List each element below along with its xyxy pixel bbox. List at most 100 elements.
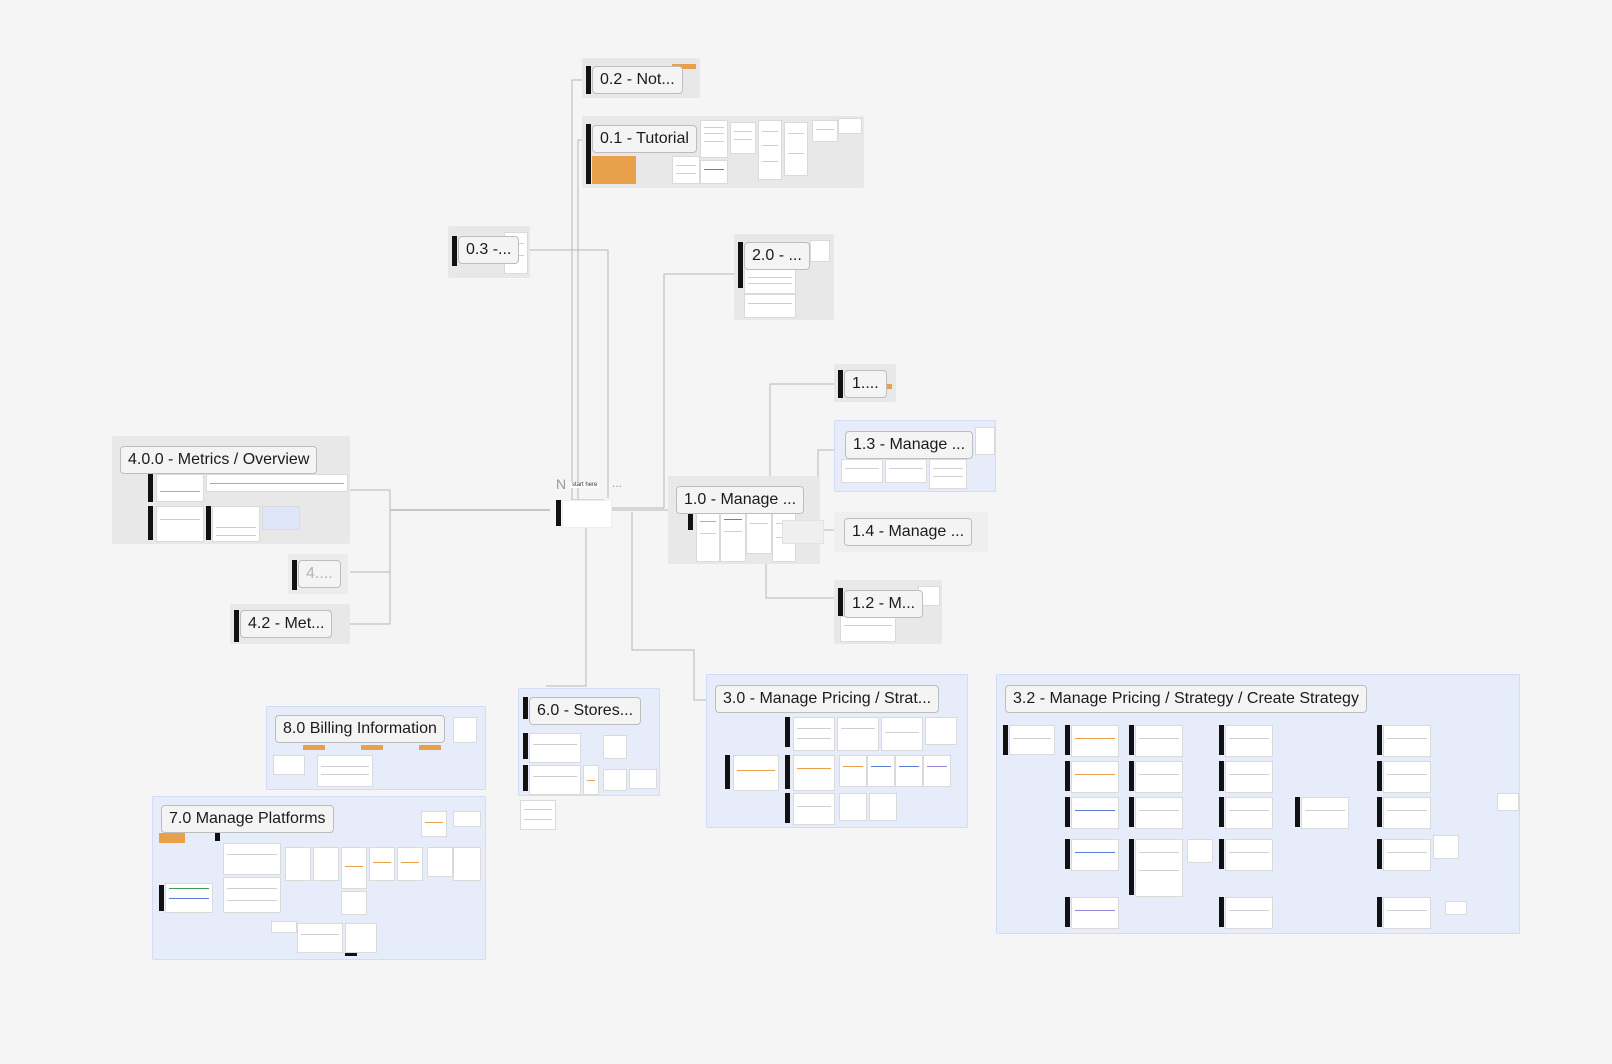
section-3-2-thumb-c5c — [1383, 797, 1431, 829]
start-node-frame — [562, 500, 612, 528]
section-3-2-thumb-c1d — [1071, 839, 1119, 871]
section-3-2-thumb-c2a — [1135, 725, 1183, 757]
section-3-2-create-strategy[interactable]: 3.2 - Manage Pricing / Strategy / Create… — [996, 674, 1520, 934]
section-3-0-thumb-11 — [793, 793, 835, 825]
section-6-0-extra-thumb — [520, 800, 556, 830]
section-8-0-accent-2 — [361, 745, 383, 750]
section-6-0-thumb-3 — [583, 765, 599, 795]
section-6-0-thumb-2 — [529, 765, 581, 795]
section-1-0-thumb-1 — [696, 512, 720, 562]
section-7-0-thumb-8 — [427, 847, 453, 877]
section-7-0-thumb-11 — [453, 811, 481, 827]
section-1-2-thumb-1 — [840, 616, 896, 642]
section-6-0-stores[interactable]: 6.0 - Stores... — [518, 688, 660, 796]
section-7-0-thumb-3 — [285, 847, 311, 881]
section-4-0-0-thumb-2 — [212, 506, 260, 542]
section-0-3[interactable]: 0.3 -... — [448, 226, 530, 278]
section-1-4-label[interactable]: 1.4 - Manage ... — [844, 518, 973, 546]
section-3-2-thumb-c5d — [1383, 839, 1431, 871]
section-0-2-label[interactable]: 0.2 - Not... — [592, 66, 683, 94]
section-3-0-thumb-2 — [837, 717, 879, 751]
section-4-2-bar — [234, 610, 239, 642]
section-2-0[interactable]: 2.0 - ... — [734, 234, 834, 320]
section-4-2[interactable]: 4.2 - Met... — [230, 604, 350, 644]
section-8-0-accent-3 — [419, 745, 441, 750]
section-0-1-thumb-6 — [838, 118, 862, 134]
section-3-2-thumb-c4 — [1301, 797, 1349, 829]
section-1-3-label[interactable]: 1.3 - Manage ... — [845, 431, 974, 459]
section-6-0-thumb-1 — [529, 733, 581, 763]
section-3-2-thumb-c5e — [1433, 835, 1459, 859]
start-node[interactable]: N start here ... — [540, 472, 622, 530]
section-8-0-thumb-1 — [273, 755, 305, 775]
section-3-2-thumb-c1b — [1071, 761, 1119, 793]
section-3-2-bar-c1c — [1065, 797, 1070, 827]
section-4-0-0-label[interactable]: 4.0.0 - Metrics / Overview — [120, 446, 318, 474]
section-3-2-thumb-c2d — [1135, 839, 1183, 897]
section-3-0-label[interactable]: 3.0 - Manage Pricing / Strat... — [715, 685, 940, 713]
section-3-2-thumb-c3a — [1225, 725, 1273, 757]
section-0-1-thumb-3 — [758, 120, 782, 180]
section-3-0-thumb-3 — [881, 717, 923, 751]
section-0-1-tutorial[interactable]: 0.1 - Tutorial — [582, 116, 864, 188]
section-7-0-thumb-12 — [341, 891, 367, 915]
section-4-x-label[interactable]: 4.... — [298, 560, 341, 588]
section-3-2-thumb-c1a — [1071, 725, 1119, 757]
section-7-0-label[interactable]: 7.0 Manage Platforms — [161, 805, 334, 833]
section-2-0-bar — [738, 242, 743, 288]
section-7-0-thumb-7 — [397, 847, 423, 881]
section-4-2-label[interactable]: 4.2 - Met... — [240, 610, 333, 638]
section-8-0-thumb-2 — [317, 755, 373, 787]
section-1-0-label[interactable]: 1.0 - Manage ... — [676, 486, 805, 514]
section-0-1-thumb-orange — [592, 156, 636, 184]
section-3-2-bar-c2a — [1129, 725, 1134, 755]
section-3-2-thumb-c2c — [1135, 797, 1183, 829]
section-3-2-thumb-c1c — [1071, 797, 1119, 829]
section-4-0-0-chart-1 — [156, 474, 204, 502]
section-0-2[interactable]: 0.2 - Not... — [582, 58, 700, 98]
section-4-0-0-bar-1 — [148, 474, 153, 502]
section-4-0-0-thumb-3 — [262, 506, 300, 530]
section-8-0-label[interactable]: 8.0 Billing Information — [275, 715, 445, 743]
section-3-2-bar-c2d — [1129, 839, 1134, 895]
section-1-3-thumb-2 — [885, 459, 927, 483]
section-3-0-bar-2 — [725, 755, 730, 789]
section-8-0-billing[interactable]: 8.0 Billing Information — [266, 706, 486, 790]
section-7-0-thumb-15 — [345, 923, 377, 953]
section-0-2-accent — [672, 64, 696, 69]
section-0-3-bar — [452, 236, 457, 266]
section-1-x[interactable]: 1.... — [834, 364, 896, 402]
section-1-2[interactable]: 1.2 - M... — [834, 580, 942, 644]
section-3-0-manage-pricing[interactable]: 3.0 - Manage Pricing / Strat... — [706, 674, 968, 828]
section-4-x[interactable]: 4.... — [288, 554, 348, 594]
section-3-2-thumb-c5g — [1445, 901, 1467, 915]
section-1-x-label[interactable]: 1.... — [844, 370, 887, 398]
section-3-0-thumb-8 — [867, 755, 895, 787]
section-3-0-thumb-9 — [895, 755, 923, 787]
section-1-0-bar — [688, 514, 693, 530]
section-7-0-thumb-orange — [159, 833, 185, 843]
section-4-x-bar — [292, 560, 297, 590]
section-3-2-bar-c3d — [1219, 839, 1224, 869]
section-0-3-label[interactable]: 0.3 -... — [458, 236, 520, 264]
section-1-2-label[interactable]: 1.2 - M... — [844, 590, 924, 618]
section-3-0-bar-3 — [785, 755, 790, 789]
section-0-1-label[interactable]: 0.1 - Tutorial — [592, 125, 697, 153]
section-3-2-bar-c3a — [1219, 725, 1224, 755]
section-4-0-0-thumb-1 — [156, 506, 204, 542]
section-7-0-thumb-6 — [369, 847, 395, 881]
section-4-0-0-metrics-overview[interactable]: 4.0.0 - Metrics / Overview — [112, 436, 350, 544]
section-1-4[interactable]: 1.4 - Manage ... — [782, 512, 988, 552]
section-0-1-thumb-4 — [784, 122, 808, 176]
section-3-2-label[interactable]: 3.2 - Manage Pricing / Strategy / Create… — [1005, 685, 1367, 713]
section-7-0-thumb-green — [165, 883, 213, 913]
section-4-0-0-bar-3 — [206, 506, 211, 540]
section-7-0-bar-1 — [215, 833, 220, 841]
section-2-0-label[interactable]: 2.0 - ... — [744, 242, 810, 270]
section-6-0-label[interactable]: 6.0 - Stores... — [529, 697, 642, 725]
section-7-0-manage-platforms[interactable]: 7.0 Manage Platforms — [152, 796, 486, 960]
section-2-0-thumb-2 — [744, 294, 796, 318]
section-6-0-bar-1 — [523, 697, 528, 719]
section-1-3[interactable]: 1.3 - Manage ... — [834, 420, 996, 492]
